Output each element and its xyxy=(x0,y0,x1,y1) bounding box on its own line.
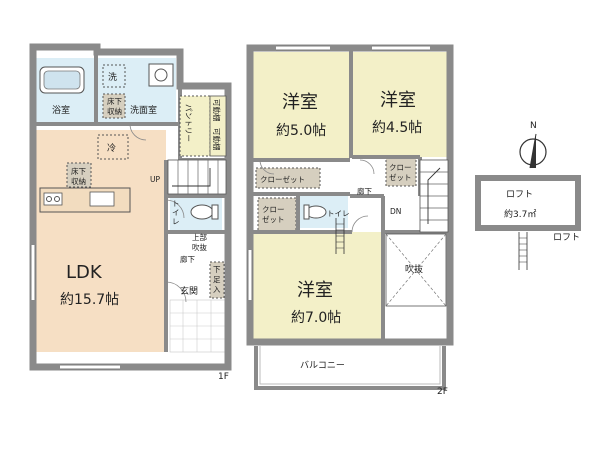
shoe-storage xyxy=(209,261,225,299)
entrance-label: 玄関 xyxy=(180,285,198,297)
closet-b-label-b: ゼット xyxy=(389,172,412,182)
floor-2: 洋室 約5.0帖 洋室 約4.5帖 クローゼット クロー ゼット 廊下 クロー … xyxy=(246,44,528,397)
balcony-label: バルコニー xyxy=(300,360,345,371)
room-b-size: 約4.5帖 xyxy=(372,120,422,136)
pantry-area xyxy=(179,95,211,157)
window-ldk-south xyxy=(60,364,120,370)
room-b-label: 洋室 xyxy=(380,90,416,111)
washer-space xyxy=(102,64,126,88)
closet-b xyxy=(385,157,417,187)
floor-1: 浴室 洗 洗面室 床下 収納 パントリー 可動棚 可動棚 冷 床下 収納 UP … xyxy=(29,43,232,382)
toilet1-label-a: ト xyxy=(172,199,180,208)
toilet1-label-b: イ xyxy=(172,208,180,217)
washroom-label: 洗面室 xyxy=(130,104,157,116)
room-c-floor xyxy=(252,232,382,342)
up-label: UP xyxy=(150,175,160,184)
north-label: N xyxy=(530,121,537,131)
hall2-label: 廊下 xyxy=(357,186,372,196)
stairs-1f xyxy=(167,159,227,195)
shoe-label-b: 足 xyxy=(213,275,221,284)
pantry-label: パントリー xyxy=(184,104,193,142)
room-a-label: 洋室 xyxy=(282,92,318,113)
loft-plan: ロフト 約3.7㎡ ロフト xyxy=(475,175,581,243)
bath-label: 浴室 xyxy=(52,104,70,116)
underfloor-1-label-a: 床下 xyxy=(107,96,122,106)
underfloor-1-label-b: 収納 xyxy=(107,106,122,116)
underfloor-storage-1 xyxy=(102,93,126,119)
room-c-size: 約7.0帖 xyxy=(291,310,341,326)
ldk-floor xyxy=(33,130,166,352)
wash-label: 洗 xyxy=(108,71,117,83)
closet-a-label: クローゼット xyxy=(260,174,305,184)
room-a-floor xyxy=(252,52,350,160)
void-label: 吹抜 xyxy=(405,263,423,275)
window-ldk-west xyxy=(30,245,36,300)
room-c-label: 洋室 xyxy=(297,280,333,301)
loft-wall xyxy=(475,175,581,231)
loft-name: ロフト xyxy=(506,190,533,200)
ldk-size: 約15.7帖 xyxy=(60,292,119,308)
shoe-label-a: 下 xyxy=(213,265,221,274)
ladder-loft xyxy=(518,232,528,270)
ladder-room-a xyxy=(335,218,345,254)
shoe-label-c: 入 xyxy=(213,285,221,294)
underfloor-2-label-a: 床下 xyxy=(71,166,86,176)
closet-a xyxy=(255,167,321,189)
room-a-size: 約5.0帖 xyxy=(276,123,326,139)
upper-void-label-b: 吹抜 xyxy=(192,242,207,252)
window-room-c xyxy=(247,250,253,300)
door-ldk xyxy=(165,281,187,303)
shelf-a-label: 可動棚 xyxy=(212,99,222,122)
closet-c xyxy=(257,197,297,233)
door-toilet1 xyxy=(165,199,185,219)
floor2-label: 2F xyxy=(437,387,448,397)
toilet2-label: トイレ xyxy=(327,209,350,218)
wash-basin xyxy=(148,63,174,87)
loft-label: ロフト xyxy=(553,233,580,243)
kitchen-sink xyxy=(89,191,115,207)
room-b-floor xyxy=(352,52,448,157)
loft-size: 約3.7㎡ xyxy=(504,208,536,220)
fridge-label: 冷 xyxy=(107,142,116,154)
hall1-label: 廊下 xyxy=(180,254,195,264)
dn-label: DN xyxy=(390,207,401,216)
underfloor-storage-2 xyxy=(66,162,92,188)
ldk-label: LDK xyxy=(66,262,103,283)
upper-void-label-a: 上部 xyxy=(192,232,207,242)
closet-c-label-b: ゼット xyxy=(262,214,285,224)
stove xyxy=(43,192,63,206)
windows-north-2f xyxy=(276,45,430,51)
toilet1-bowl xyxy=(190,204,214,220)
door-washroom xyxy=(129,123,147,141)
floor1-label: 1F xyxy=(218,372,229,382)
underfloor-2-label-b: 収納 xyxy=(71,176,86,186)
movable-shelves xyxy=(209,95,227,157)
closet-b-label-a: クロー xyxy=(389,163,412,172)
void-2f xyxy=(385,233,447,307)
compass: N xyxy=(519,121,547,169)
stairs-2f xyxy=(419,159,449,233)
shelf-b-label: 可動棚 xyxy=(212,128,222,151)
fridge-space xyxy=(97,134,129,160)
balcony-rail xyxy=(254,346,446,390)
closet-c-label-a: クロー xyxy=(262,205,285,214)
toilet1-label-c: レ xyxy=(172,217,180,226)
